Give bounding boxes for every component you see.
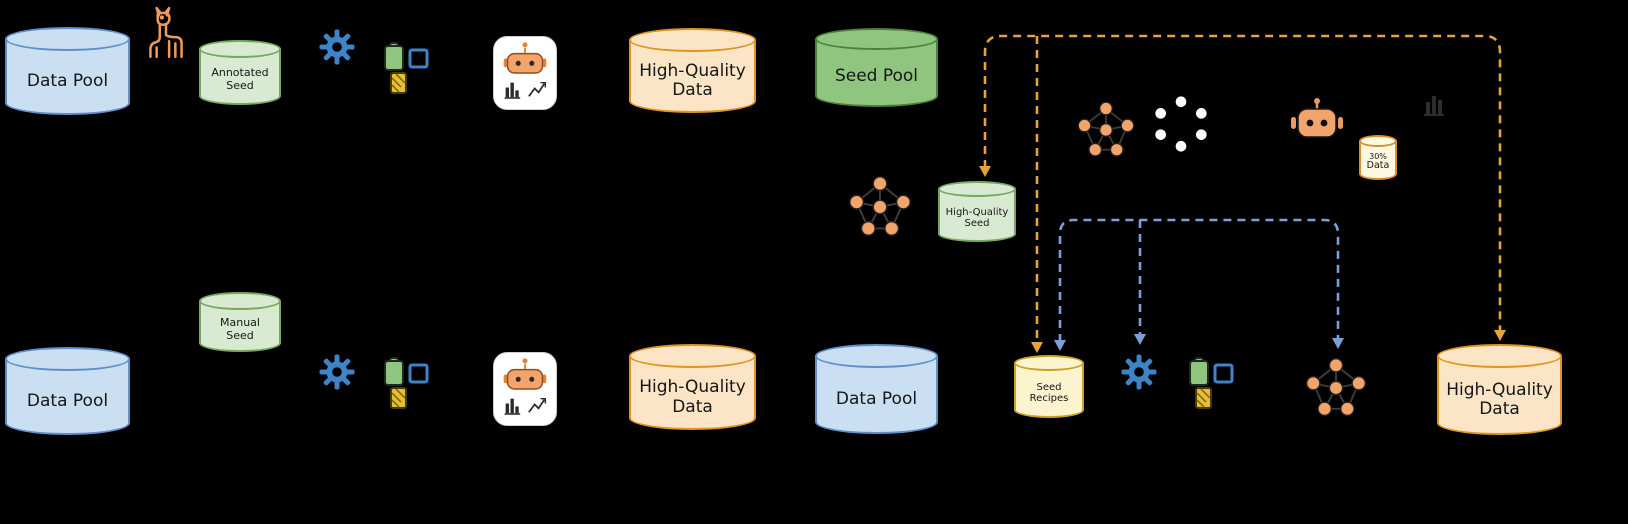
filter-tools-icon [383,42,431,96]
bar-chart-icon [1424,92,1448,116]
label-line: Data [672,396,713,417]
bar-chart-glyph [504,82,521,99]
data-pool-cylinder: Data Pool [5,347,130,435]
gear-icon [1121,354,1157,390]
label-line: Data Pool [26,70,109,91]
cylinder-body [1014,363,1084,418]
high-quality-data-cylinder: High-Quality Data [1437,344,1562,435]
cluster-dots-icon [1150,94,1212,154]
cylinder-top [629,28,756,52]
blue-arrowhead [1134,334,1146,345]
label-line: High-Quality [945,206,1009,218]
cylinder-label: Seed Pool [817,50,936,104]
neural-network-icon [843,170,917,244]
cylinder-body [1437,356,1562,435]
label-line: High-Quality [639,377,746,398]
label-line: Seed Pool [834,66,919,87]
cylinder-top [629,344,756,368]
orange-arrowhead [1031,342,1043,353]
cylinder-label: High-Quality Data [631,368,754,427]
orange-feedback-loop [983,34,1502,332]
blue-arrowhead [1054,340,1066,351]
cylinder-body [5,359,130,435]
blue-arrowhead [1332,338,1344,349]
data-pool-cylinder: Data Pool [815,344,938,434]
gear-icon [319,29,355,65]
cylinder-label: 30% Data [1361,147,1395,177]
sample-data-cylinder: 30% Data [1359,135,1397,180]
label-line: High-Quality [1446,379,1553,400]
orange-arrowhead [1494,330,1506,341]
cylinder-body [1359,141,1397,180]
high-quality-seed-cylinder: High-Quality Seed [938,181,1016,242]
cylinder-top [815,28,938,50]
seed-recipes-cylinder: Seed Recipes [1014,355,1084,418]
label-line: High-Quality [639,60,746,81]
cylinder-label: Annotated Seed [201,58,279,102]
robot-evaluator-icon [493,36,557,110]
cylinder-label: High-Quality Data [631,52,754,110]
neural-network-icon [1072,96,1140,164]
cylinder-label: High-Quality Seed [940,197,1014,239]
bar-chart-glyph [504,398,521,415]
cylinder-body [629,356,756,430]
seed-pool-cylinder: Seed Pool [815,28,938,107]
high-quality-data-cylinder: High-Quality Data [629,28,756,113]
cylinder-body [199,49,281,105]
label-line: Seed [226,79,254,92]
trend-line-glyph [528,397,547,413]
cylinder-top [5,27,130,51]
cylinder-top [199,292,281,310]
data-pool-cylinder: Data Pool [5,27,130,115]
cylinder-label: Data Pool [7,51,128,112]
cylinder-top [938,181,1016,197]
manual-seed-cylinder: Manual Seed [199,292,281,352]
label-line: Data Pool [835,388,918,409]
cylinder-top [815,344,938,368]
label-line: Seed [226,328,254,342]
cylinder-top [5,347,130,371]
label-line: Annotated [211,66,269,80]
cylinder-label: High-Quality Data [1439,368,1560,432]
robot-evaluator-icon [493,352,557,426]
cylinder-label: Data Pool [817,368,936,431]
blue-feedback-loop [1058,218,1340,342]
cylinder-body [938,189,1016,242]
label-line: Data [1366,160,1390,172]
orange-arrowhead [979,166,991,177]
cylinder-body [815,356,938,434]
label-line: Data Pool [26,390,109,411]
cylinder-body [629,40,756,113]
cylinder-top [1359,135,1397,147]
high-quality-data-cylinder: High-Quality Data [629,344,756,430]
cylinder-label: Seed Recipes [1016,371,1082,415]
label-line: Manual [220,315,260,329]
label-line: Seed [964,218,990,229]
label-line: Data [1479,399,1520,419]
cylinder-label: Data Pool [7,371,128,432]
label-line: Seed [1036,381,1062,393]
annotated-seed-cylinder: Annotated Seed [199,40,281,105]
cylinder-top [1014,355,1084,371]
cylinder-label: Manual Seed [201,310,279,349]
trend-line-glyph [528,81,547,97]
cylinder-top [1437,344,1562,368]
filter-tools-icon [1188,357,1236,411]
cylinder-body [5,39,130,115]
neural-network-icon [1300,352,1372,424]
label-line: 30% [1369,152,1387,162]
cylinder-top [199,40,281,58]
filter-tools-icon [383,357,431,411]
robot-icon [1289,97,1345,145]
label-line: Data [672,80,713,100]
gear-icon [319,354,355,390]
llama-icon [142,6,190,60]
label-line: Recipes [1029,393,1069,404]
cylinder-body [815,39,938,107]
